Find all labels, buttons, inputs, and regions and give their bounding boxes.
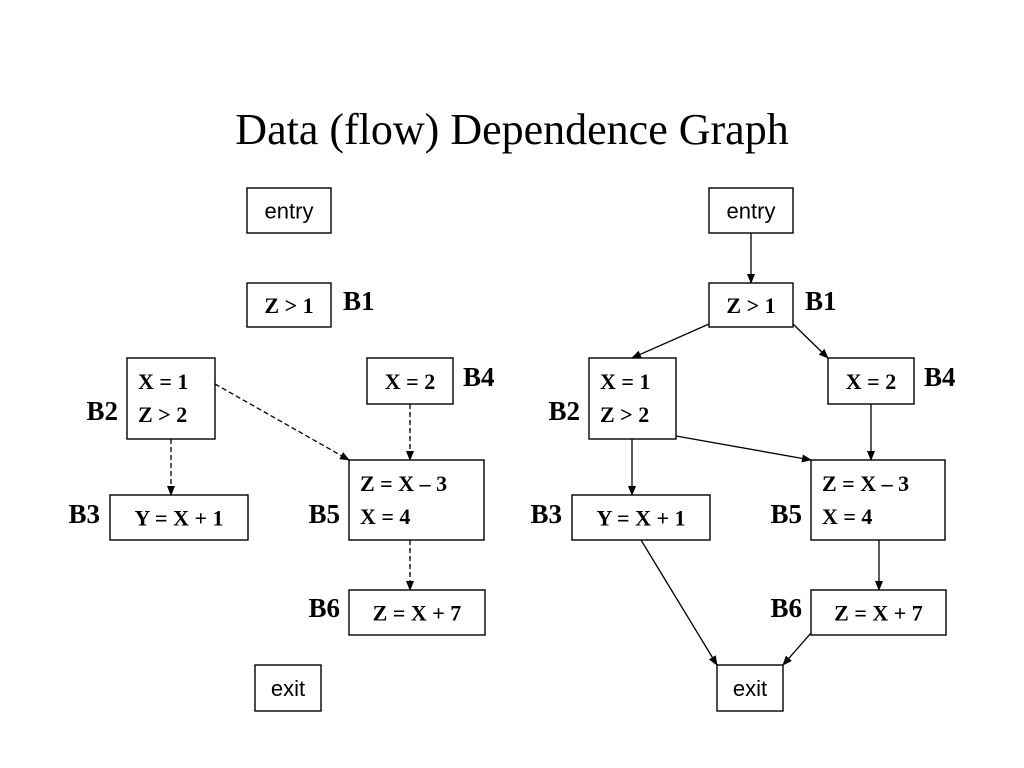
left-node-b2-line-1: Z > 2 <box>138 402 187 427</box>
left-node-b5: Z = X – 3 X = 4 B5 <box>308 459 485 541</box>
left-node-entry: entry <box>246 187 332 234</box>
right-node-b2-line-1: Z > 2 <box>600 402 649 427</box>
right-node-b6: Z = X + 7 B6 <box>770 589 947 636</box>
left-node-b6: Z = X + 7 B6 <box>308 589 486 636</box>
left-node-b1-block-label: B1 <box>343 286 375 316</box>
right-node-exit-box <box>716 664 784 712</box>
left-node-b2-line-0: X = 1 <box>138 369 188 394</box>
left-edge-b2-to-b5 <box>214 383 350 461</box>
left-node-b4-box <box>366 357 454 405</box>
left-node-b1: Z > 1 B1 <box>246 282 375 328</box>
left-node-entry-line-0: entry <box>265 199 314 224</box>
left-graph: entry Z > 1 B1 X = 1 Z > 2 B2 X = 2 B4 Y = X + 1… <box>68 187 495 712</box>
right-graph: entry Z > 1 B1 X = 1 Z > 2 B2 X = 2 B4 Y = X + 1… <box>530 187 956 712</box>
right-node-b3-box <box>571 494 711 541</box>
left-node-b3-line-0: Y = X + 1 <box>134 506 223 531</box>
left-node-b1-box <box>246 282 332 328</box>
right-node-entry: entry <box>708 187 794 234</box>
left-node-exit: exit <box>254 664 322 712</box>
left-node-b3-box <box>109 494 249 541</box>
right-edge-b6-to-exit <box>782 632 812 666</box>
right-node-b5-box <box>810 459 946 541</box>
right-edge-b2-to-b5 <box>675 435 812 463</box>
left-node-b5-line-0: Z = X – 3 <box>360 471 447 496</box>
right-node-b3-block-label: B3 <box>530 499 562 529</box>
left-node-b5-line-1: X = 4 <box>360 504 410 529</box>
left-node-b4: X = 2 B4 <box>366 357 495 405</box>
left-node-b4-line-0: X = 2 <box>385 369 435 394</box>
right-node-b4-box <box>827 357 915 405</box>
right-node-b6-line-0: Z = X + 7 <box>834 601 923 626</box>
right-edge-b1-to-b2 <box>631 323 710 359</box>
right-node-entry-box <box>708 187 794 234</box>
left-node-b5-box <box>348 459 485 541</box>
right-node-b2-block-label: B2 <box>548 396 580 426</box>
left-node-b3-block-label: B3 <box>68 499 100 529</box>
left-node-exit-box <box>254 664 322 712</box>
page-title: Data (flow) Dependence Graph <box>235 105 789 154</box>
right-node-b5: Z = X – 3 X = 4 B5 <box>770 459 946 541</box>
right-node-b3-line-0: Y = X + 1 <box>596 506 685 531</box>
left-node-b6-box <box>348 589 486 636</box>
left-node-b5-block-label: B5 <box>308 499 340 529</box>
right-node-entry-line-0: entry <box>727 199 776 224</box>
right-edge-b3-to-exit <box>640 539 718 666</box>
right-node-b3: Y = X + 1 B3 <box>530 494 711 541</box>
right-node-b5-block-label: B5 <box>770 499 802 529</box>
right-node-b2-line-0: X = 1 <box>600 369 650 394</box>
right-node-b6-box <box>810 589 947 636</box>
left-node-b6-block-label: B6 <box>308 593 340 623</box>
left-node-b2-block-label: B2 <box>86 396 118 426</box>
left-node-b4-block-label: B4 <box>463 362 495 392</box>
left-node-entry-box <box>246 187 332 234</box>
right-edge-b1-to-b4 <box>792 323 829 359</box>
right-node-b4-line-0: X = 2 <box>846 369 896 394</box>
right-node-b5-line-1: X = 4 <box>822 504 872 529</box>
right-node-b5-line-0: Z = X – 3 <box>822 471 909 496</box>
right-node-b1-box <box>708 282 794 328</box>
right-node-exit-line-0: exit <box>733 676 767 701</box>
right-node-b6-block-label: B6 <box>770 593 802 623</box>
left-node-b3: Y = X + 1 B3 <box>68 494 249 541</box>
right-node-b4-block-label: B4 <box>924 362 956 392</box>
right-node-b2-box <box>588 357 677 440</box>
left-node-b1-line-0: Z > 1 <box>264 293 313 318</box>
left-node-b6-line-0: Z = X + 7 <box>373 601 462 626</box>
left-node-exit-line-0: exit <box>271 676 305 701</box>
left-node-b2-box <box>126 357 216 440</box>
right-node-b1-line-0: Z > 1 <box>726 293 775 318</box>
right-node-exit: exit <box>716 664 784 712</box>
left-node-b2: X = 1 Z > 2 B2 <box>86 357 216 440</box>
right-node-b1: Z > 1 B1 <box>708 282 837 328</box>
right-node-b4: X = 2 B4 <box>827 357 956 405</box>
right-node-b1-block-label: B1 <box>805 286 837 316</box>
right-node-b2: X = 1 Z > 2 B2 <box>548 357 677 440</box>
